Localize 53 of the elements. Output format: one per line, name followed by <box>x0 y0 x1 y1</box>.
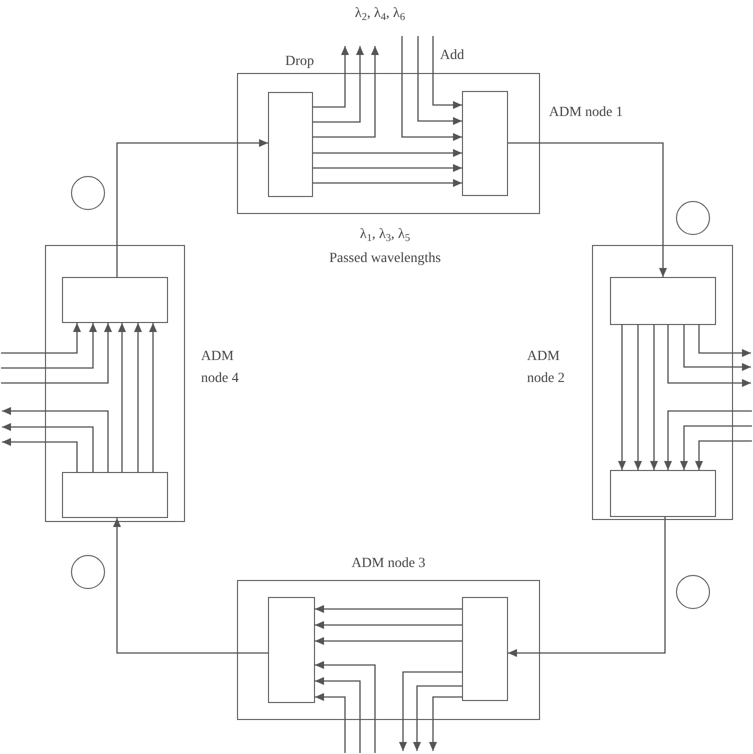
arrow <box>417 36 462 125</box>
arrow <box>315 637 462 645</box>
filter-box <box>610 470 716 516</box>
arrow <box>315 661 376 753</box>
arrow <box>432 36 462 109</box>
arrow <box>313 46 349 108</box>
filter-box <box>462 90 508 196</box>
filter-box <box>268 596 314 702</box>
arrow <box>401 36 462 141</box>
arrow <box>1 323 81 354</box>
arrow <box>508 517 666 657</box>
filter-box <box>62 276 168 322</box>
arrow <box>149 323 157 472</box>
arrow <box>2 438 78 472</box>
arrow <box>315 621 462 629</box>
filter-box <box>462 596 508 700</box>
arrow <box>618 325 626 470</box>
arrow <box>429 696 462 751</box>
arrow <box>664 410 752 470</box>
arrow <box>2 407 109 472</box>
arrow <box>634 325 642 470</box>
arrow <box>2 423 94 472</box>
arrow <box>116 139 268 277</box>
wavelength-label: λ$_{2}$, λ$_{4}$, λ$_{6}$ <box>354 6 406 22</box>
arrow <box>315 677 361 753</box>
wavelength-label: Passed wavelengths <box>328 250 442 268</box>
arrow <box>1 323 112 384</box>
arrow <box>667 325 751 387</box>
filter-box <box>62 472 168 518</box>
arrow <box>113 518 268 654</box>
arrow <box>313 164 462 172</box>
arrow <box>695 440 752 470</box>
arrow <box>680 425 752 470</box>
arrow <box>650 325 658 470</box>
arrow <box>413 685 462 751</box>
arrow <box>313 46 379 138</box>
arrow <box>313 46 364 123</box>
wavelength-label: Add <box>440 48 464 64</box>
arrow <box>698 325 751 357</box>
wavelength-label: λ$_{1}$, λ$_{3}$, λ$_{5}$ <box>358 226 412 244</box>
filter-box <box>610 276 716 324</box>
arrow <box>313 179 462 187</box>
arrow <box>1 323 97 369</box>
arrow <box>118 323 126 472</box>
arrow <box>508 142 667 277</box>
arrow <box>313 149 462 157</box>
arrow <box>683 325 751 371</box>
wavelength-label: Drop <box>284 54 314 70</box>
arrow <box>134 323 142 472</box>
arrow <box>315 605 462 613</box>
arrow <box>399 671 462 751</box>
filter-box <box>268 92 312 196</box>
arrow <box>315 693 346 753</box>
